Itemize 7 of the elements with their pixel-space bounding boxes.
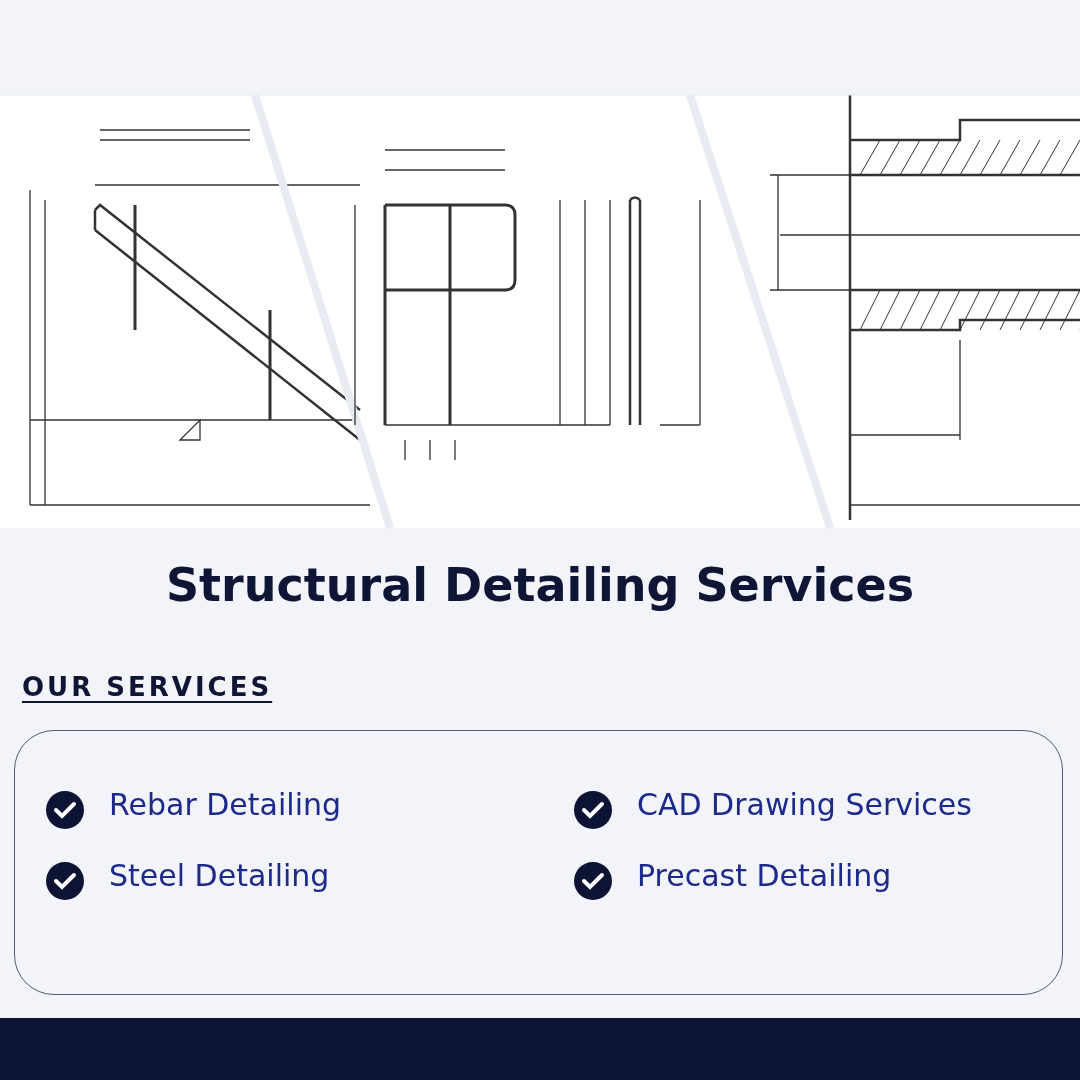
- service-name: Steel Detailing: [109, 858, 330, 893]
- service-name: Precast Detailing: [637, 858, 892, 893]
- service-name: CAD Drawing Services: [637, 787, 972, 822]
- service-name: Rebar Detailing: [109, 787, 342, 822]
- section-heading: OUR SERVICES: [22, 672, 273, 702]
- title: Structural Detailing Services: [164, 560, 916, 610]
- services-card: [14, 730, 1063, 995]
